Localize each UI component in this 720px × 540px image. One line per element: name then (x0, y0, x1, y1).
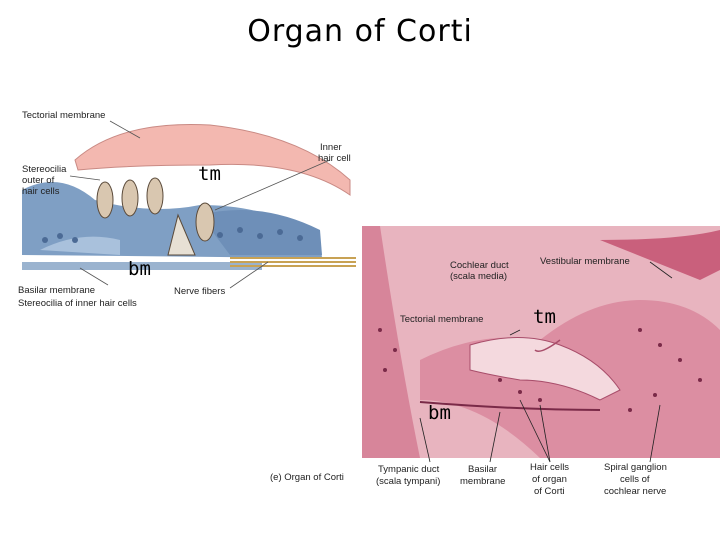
inner-hair-cell-label-2: hair cell (318, 153, 351, 164)
tectorial-membrane-micro-label: Tectorial membrane (400, 314, 484, 325)
spiral-ganglion-label-2: cells of (620, 474, 650, 485)
bm-label-diagram: bm (128, 258, 151, 280)
basilar-membrane-shape (22, 262, 262, 270)
vestibular-membrane-label: Vestibular membrane (540, 256, 630, 267)
tympanic-duct-label-1: Tympanic duct (378, 464, 440, 475)
cochlear-duct-label-1: Cochlear duct (450, 260, 509, 271)
tm-label-micrograph: tm (533, 306, 556, 328)
cochlear-duct-label-2: (scala media) (450, 271, 508, 282)
basilar-membrane-label: Basilar membrane (18, 285, 96, 296)
tympanic-duct-label-2: (scala tympani) (376, 476, 441, 487)
nerve-fibers-shape (230, 257, 356, 267)
inner-sulcus-cells-shape (200, 210, 322, 255)
tm-label-diagram: tm (198, 163, 221, 185)
basilar-membrane-micro-label-1: Basilar (468, 464, 498, 475)
basilar-membrane-micro-label-2: membrane (460, 476, 506, 487)
outer-hair-cells-shape (96, 177, 164, 219)
hair-cells-label-3: of Corti (534, 486, 565, 497)
nerve-fibers-label: Nerve fibers (174, 286, 226, 297)
figure-caption: (e) Organ of Corti (270, 472, 344, 483)
stereocilia-outer-label-3: hair cells (22, 186, 60, 197)
tectorial-membrane-label: Tectorial membrane (22, 110, 106, 121)
hair-cells-label-1: Hair cells (530, 462, 570, 473)
inner-hair-cell-shape (195, 202, 215, 242)
hair-cells-label-2: of organ (532, 474, 567, 485)
stereocilia-inner-label: Stereocilia of inner hair cells (18, 298, 137, 309)
spiral-ganglion-label-3: cochlear nerve (604, 486, 667, 497)
stereocilia-outer-label-1: Stereocilia (22, 164, 67, 175)
inner-hair-cell-label-1: Inner (320, 142, 342, 153)
stereocilia-outer-label-2: outer of (22, 175, 55, 186)
spiral-ganglion-label-1: Spiral ganglion (604, 462, 667, 473)
page-title: Organ of Corti (247, 14, 473, 49)
bm-label-micrograph: bm (428, 402, 451, 424)
tectorial-membrane-shape (74, 123, 351, 196)
